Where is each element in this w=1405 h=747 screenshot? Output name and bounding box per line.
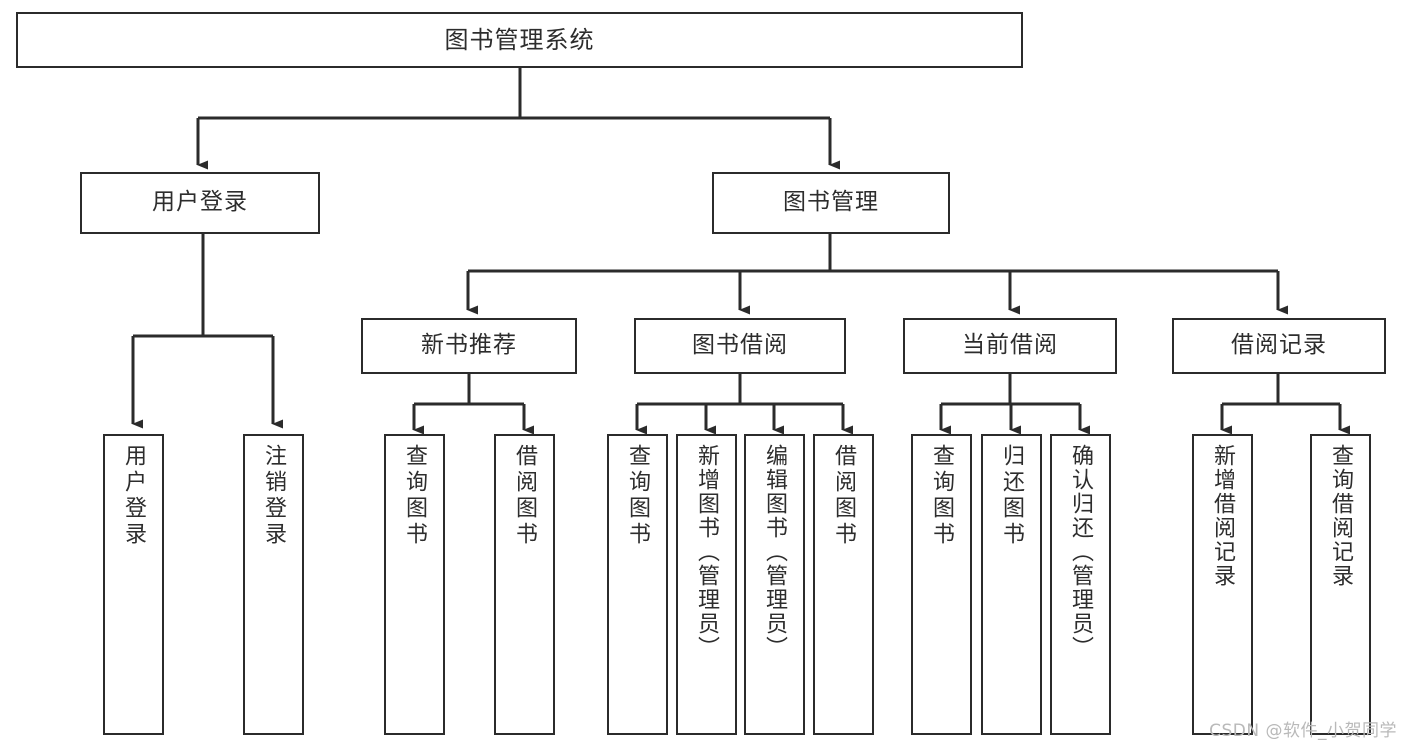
leaf-book-borrow-add-label: 新增图书（管理员） xyxy=(694,444,720,660)
leaf-current-borrow-return-label: 归还图书 xyxy=(999,444,1025,548)
node-new-book-recommend-label: 新书推荐 xyxy=(421,332,517,359)
csdn-watermark: CSDN @软件_小贺同学 xyxy=(1209,721,1397,741)
node-new-book-recommend[interactable]: 新书推荐 xyxy=(361,318,577,374)
leaf-book-borrow-borrow[interactable]: 借阅图书 xyxy=(813,434,874,735)
leaf-borrow-records-add-label: 新增借阅记录 xyxy=(1210,444,1236,588)
node-borrow-records-label: 借阅记录 xyxy=(1231,332,1327,359)
node-user-login[interactable]: 用户登录 xyxy=(80,172,320,234)
leaf-book-borrow-query[interactable]: 查询图书 xyxy=(607,434,668,735)
leaf-book-borrow-add[interactable]: 新增图书（管理员） xyxy=(676,434,737,735)
leaf-new-book-borrow-label: 借阅图书 xyxy=(512,444,538,548)
node-book-manage[interactable]: 图书管理 xyxy=(712,172,950,234)
leaf-user-login-login-label: 用户登录 xyxy=(121,444,147,548)
leaf-current-borrow-confirm-return-label: 确认归还（管理员） xyxy=(1068,444,1094,660)
leaf-borrow-records-query-label: 查询借阅记录 xyxy=(1328,444,1354,588)
leaf-new-book-query-label: 查询图书 xyxy=(402,444,428,548)
leaf-new-book-borrow[interactable]: 借阅图书 xyxy=(494,434,555,735)
leaf-book-borrow-edit[interactable]: 编辑图书（管理员） xyxy=(744,434,805,735)
node-root-label: 图书管理系统 xyxy=(444,25,595,54)
leaf-book-borrow-query-label: 查询图书 xyxy=(625,444,651,548)
leaf-book-borrow-borrow-label: 借阅图书 xyxy=(831,444,857,548)
leaf-user-login-logout-label: 注销登录 xyxy=(261,444,287,548)
leaf-current-borrow-query[interactable]: 查询图书 xyxy=(911,434,972,735)
node-book-borrow[interactable]: 图书借阅 xyxy=(634,318,846,374)
node-book-borrow-label: 图书借阅 xyxy=(692,332,788,359)
node-root-library-system[interactable]: 图书管理系统 xyxy=(16,12,1023,68)
node-user-login-label: 用户登录 xyxy=(152,189,248,216)
leaf-user-login-login[interactable]: 用户登录 xyxy=(103,434,164,735)
leaf-borrow-records-query[interactable]: 查询借阅记录 xyxy=(1310,434,1371,735)
leaf-borrow-records-add[interactable]: 新增借阅记录 xyxy=(1192,434,1253,735)
node-current-borrow-label: 当前借阅 xyxy=(962,332,1058,359)
node-book-manage-label: 图书管理 xyxy=(783,189,879,216)
leaf-book-borrow-edit-label: 编辑图书（管理员） xyxy=(762,444,788,660)
leaf-current-borrow-return[interactable]: 归还图书 xyxy=(981,434,1042,735)
leaf-user-login-logout[interactable]: 注销登录 xyxy=(243,434,304,735)
leaf-current-borrow-query-label: 查询图书 xyxy=(929,444,955,548)
leaf-new-book-query[interactable]: 查询图书 xyxy=(384,434,445,735)
node-current-borrow[interactable]: 当前借阅 xyxy=(903,318,1117,374)
leaf-current-borrow-confirm-return[interactable]: 确认归还（管理员） xyxy=(1050,434,1111,735)
node-borrow-records[interactable]: 借阅记录 xyxy=(1172,318,1386,374)
